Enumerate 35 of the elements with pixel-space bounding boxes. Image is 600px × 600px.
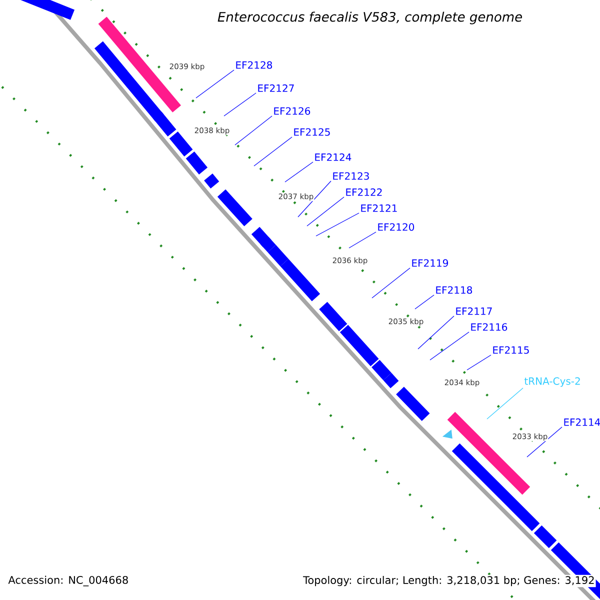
gene-label: tRNA-Cys-2 [524,377,580,387]
leader-line [418,316,454,350]
leader-line [414,294,434,310]
gene-label: EF2127 [258,84,294,92]
leader-line [234,116,272,146]
leader-line [254,136,292,166]
gene-label: EF2114 [564,418,600,426]
leader-line [306,196,344,226]
leader-line [348,232,376,248]
gene-label: EF2121 [361,204,397,212]
leader-line [298,180,332,218]
gene-label: EF2124 [315,153,352,161]
gene-label: EF2119 [412,259,448,267]
gene-label: EF2115 [493,346,529,354]
leader-line [316,212,360,236]
leader-line [526,426,562,458]
gene-label: EF2118 [436,286,472,294]
gene-label: EF2116 [471,323,508,331]
gene-label: EF2125 [294,128,330,136]
leader-line [466,354,492,370]
leader-line [224,92,256,116]
leader-line [486,388,524,420]
accession-text: Accession: NC_004668 [7,574,130,588]
gene-label: EF2123 [333,172,369,180]
leader-line [196,70,234,98]
leader-line [372,268,410,298]
leader-line [430,332,470,360]
gene-label: EF2120 [378,223,414,231]
genome-info-text: Topology: circular; Length: 3,218,031 bp; Genes: 3,192 [302,574,596,588]
gene-label: EF2128 [236,61,272,69]
gene-label: EF2117 [456,307,492,315]
leader-line [284,162,314,182]
gene-label: EF2122 [346,188,382,196]
gene-label: EF2126 [274,107,310,115]
title: Enterococcus faecalis V583, complete genome [216,10,524,26]
